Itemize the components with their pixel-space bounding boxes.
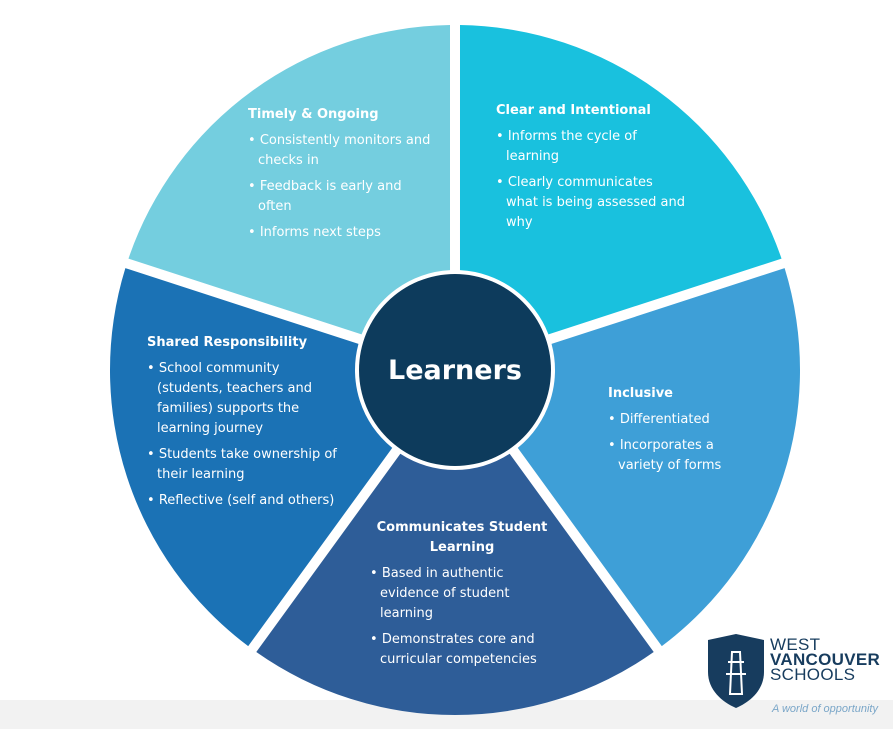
inclusive-block: Inclusive Differentiated Incorporates a … [608, 384, 758, 482]
inclusive-bullet-1: Differentiated [608, 410, 758, 430]
communicates-title: Communicates Student Learning [376, 520, 548, 555]
clear-intentional-title: Clear and Intentional [496, 103, 651, 118]
timely-bullet-1: Consistently monitors and checks in [248, 131, 433, 171]
clear-intentional-block: Clear and Intentional Informs the cycle … [496, 101, 686, 239]
shared-bullet-3: Reflective (self and others) [147, 491, 347, 511]
shared-responsibility-title: Shared Responsibility [147, 335, 308, 350]
shared-bullet-2: Students take ownership of their learnin… [147, 445, 347, 485]
communicates-block: Communicates Student Learning Based in a… [362, 518, 562, 676]
communicates-bullet-2: Demonstrates core and curricular compete… [370, 630, 562, 670]
communicates-bullet-1: Based in authentic evidence of student l… [370, 564, 562, 624]
center-circle [359, 274, 551, 466]
west-vancouver-schools-logo [708, 634, 764, 708]
logo-tagline: A world of opportunity [772, 703, 878, 715]
center-label: Learners [388, 354, 522, 386]
timely-bullet-3: Informs next steps [248, 223, 433, 243]
lighthouse-icon [726, 651, 746, 695]
timely-bullet-2: Feedback is early and often [248, 177, 433, 217]
clear-bullet-2: Clearly communicates what is being asses… [496, 173, 686, 233]
timely-ongoing-block: Timely & Ongoing Consistently monitors a… [248, 105, 433, 249]
inclusive-title: Inclusive [608, 386, 673, 401]
shared-responsibility-block: Shared Responsibility School community (… [147, 333, 347, 517]
logo-line-schools: SCHOOLS [770, 665, 856, 684]
logo-line-west: WEST [770, 635, 821, 654]
shared-bullet-1: School community (students, teachers and… [147, 359, 347, 439]
inclusive-bullet-2: Incorporates a variety of forms [608, 436, 758, 476]
logo-wordmark: WEST VANCOUVER SCHOOLS [770, 635, 881, 684]
logo-line-vancouver: VANCOUVER [770, 650, 881, 669]
timely-ongoing-title: Timely & Ongoing [248, 107, 379, 122]
clear-bullet-1: Informs the cycle of learning [496, 127, 686, 167]
shield-icon [708, 634, 764, 708]
